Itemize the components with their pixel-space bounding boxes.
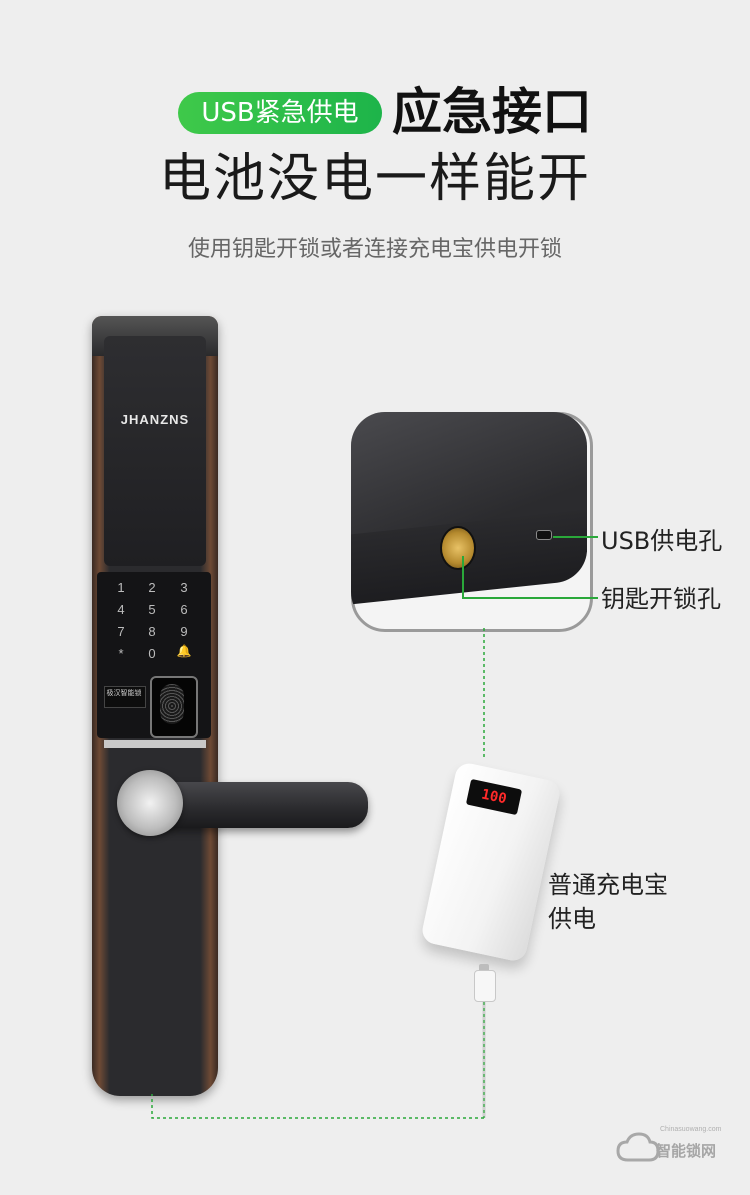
power-bank-label-line2: 供电 xyxy=(548,905,596,933)
key-1[interactable]: 1 xyxy=(117,580,125,595)
trim-strip xyxy=(104,740,206,748)
key-6[interactable]: 6 xyxy=(180,602,188,617)
keyhole-icon xyxy=(440,526,476,570)
usb-emergency-badge: USB紧急供电 xyxy=(178,92,382,134)
subtitle: 电池没电一样能开 xyxy=(158,149,591,209)
lock-display-text: 极汉智能锁 xyxy=(106,689,142,697)
zoom-lock-bottom xyxy=(351,412,587,626)
key-9[interactable]: 9 xyxy=(180,624,188,639)
key-8[interactable]: 8 xyxy=(148,624,156,639)
usb-c-connector-tip xyxy=(479,964,489,972)
headline: 应急接口 xyxy=(392,83,592,141)
watermark-url: Chinasuowang.com xyxy=(660,1126,722,1133)
usb-port-label: USB供电孔 xyxy=(601,527,723,555)
lock-brand-logo: JHANZNS xyxy=(120,412,190,427)
key-0[interactable]: 0 xyxy=(148,646,156,661)
description: 使用钥匙开锁或者连接充电宝供电开锁 xyxy=(187,237,562,262)
lock-display xyxy=(104,686,146,708)
fingerprint-icon xyxy=(160,684,184,724)
key-7[interactable]: 7 xyxy=(117,624,125,639)
power-bank-label: 普通充电宝 供电 xyxy=(548,868,668,936)
key-4[interactable]: 4 xyxy=(117,602,125,617)
key-callout-line xyxy=(462,556,598,599)
key-hole-label: 钥匙开锁孔 xyxy=(601,585,721,613)
key-star[interactable]: * xyxy=(118,646,124,661)
power-bank-label-line1: 普通充电宝 xyxy=(548,871,668,899)
usb-c-connector xyxy=(474,970,496,1002)
dashed-line-bottom xyxy=(151,1094,484,1119)
watermark-logo: 智能锁网 xyxy=(656,1142,717,1160)
key-5[interactable]: 5 xyxy=(148,602,156,617)
key-2[interactable]: 2 xyxy=(148,580,156,595)
lock-face-panel xyxy=(104,336,206,566)
bell-icon[interactable]: 🔔 xyxy=(176,644,192,658)
key-3[interactable]: 3 xyxy=(180,580,188,595)
usb-port-icon xyxy=(536,530,552,540)
handle-rose xyxy=(117,770,183,836)
